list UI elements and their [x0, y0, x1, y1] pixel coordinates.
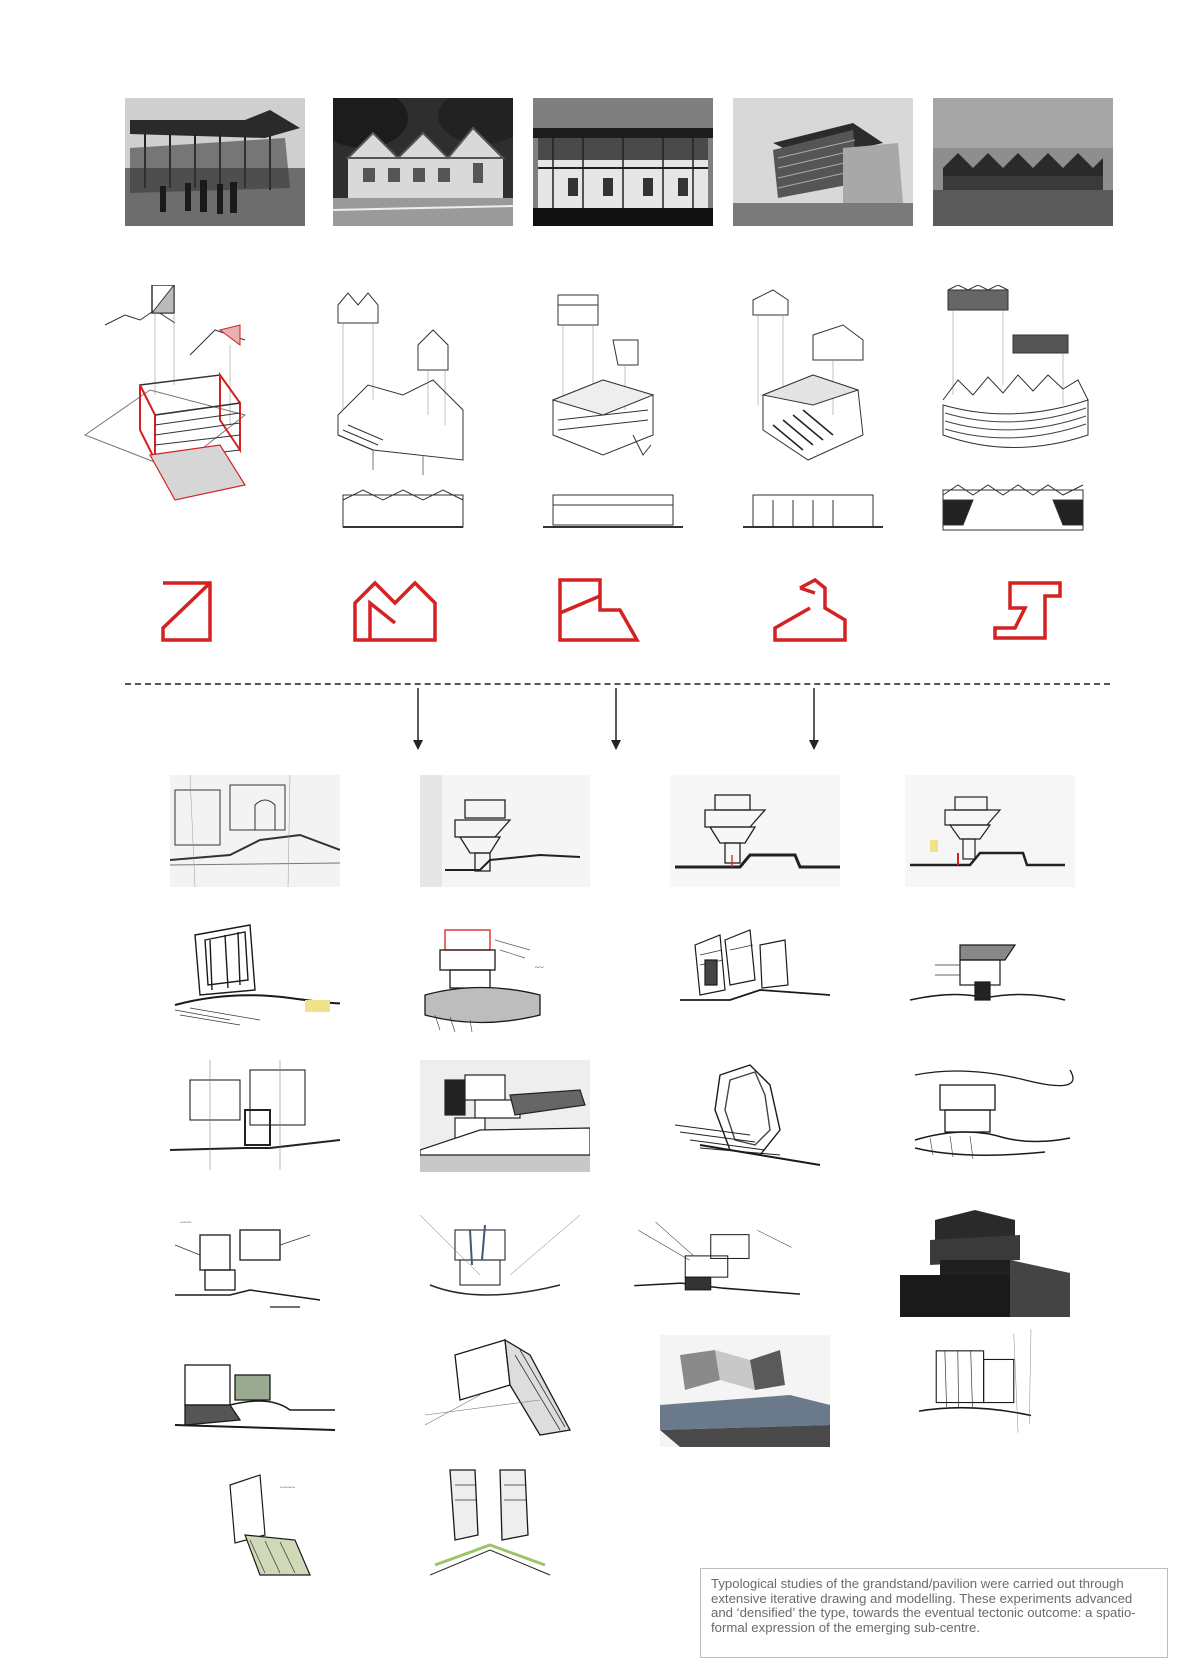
- axo-diagram-5: [933, 285, 1108, 555]
- svg-text:~~: ~~: [535, 963, 544, 972]
- arrow-down-icon: [807, 688, 821, 750]
- photo-pavilion-2: [333, 98, 513, 226]
- sketch-perspective-e4: [890, 1325, 1060, 1437]
- svg-text:~~~~: ~~~~: [280, 1484, 295, 1492]
- photo-grandstand-5: [933, 98, 1113, 226]
- axo-diagram-4: [733, 285, 908, 555]
- dashed-divider: [125, 683, 1110, 685]
- axo-diagram-2: [333, 285, 508, 555]
- sketch-section-d1: ~~~: [170, 1205, 340, 1317]
- axo-diagram-3: [533, 285, 708, 555]
- red-profile-4: [770, 578, 860, 646]
- photo-pavilion-3: [533, 98, 713, 226]
- red-profile-3: [555, 578, 645, 646]
- sketch-section-a2: [420, 775, 590, 887]
- sketch-perspective-b2: ~~: [420, 920, 590, 1032]
- sketch-perspective-f2: [430, 1465, 600, 1577]
- red-profile-2: [350, 578, 440, 646]
- sketch-section-a1: [170, 775, 340, 887]
- sketch-perspective-c3: [670, 1060, 840, 1172]
- sketch-section-e1: [170, 1335, 340, 1447]
- sketch-perspective-d2: [420, 1205, 590, 1317]
- sketch-section-c4: [905, 1060, 1075, 1172]
- sketch-perspective-e2: [420, 1335, 590, 1447]
- sketch-model-d4: [900, 1205, 1070, 1317]
- sketch-section-d3: [630, 1205, 800, 1317]
- sketch-perspective-b1: [170, 920, 340, 1032]
- svg-text:~~~: ~~~: [180, 1219, 192, 1227]
- sketch-model-c2: [420, 1060, 590, 1172]
- sketch-model-e3: [660, 1335, 830, 1447]
- sketch-section-a4: [905, 775, 1075, 887]
- sketch-section-a3: [670, 775, 840, 887]
- sketch-perspective-f1: ~~~~: [200, 1465, 370, 1577]
- red-profile-5: [990, 578, 1080, 646]
- photo-grandstand-1: [125, 98, 305, 226]
- arrow-down-icon: [411, 688, 425, 750]
- sketch-perspective-b3: [670, 920, 840, 1032]
- arrow-down-icon: [609, 688, 623, 750]
- red-profile-1: [155, 578, 245, 646]
- axo-diagram-1: [80, 285, 255, 555]
- sketch-section-c1: [170, 1060, 340, 1172]
- photo-grandstand-4: [733, 98, 913, 226]
- sketch-perspective-b4: [905, 920, 1075, 1032]
- caption-text: Typological studies of the grandstand/pa…: [700, 1568, 1168, 1658]
